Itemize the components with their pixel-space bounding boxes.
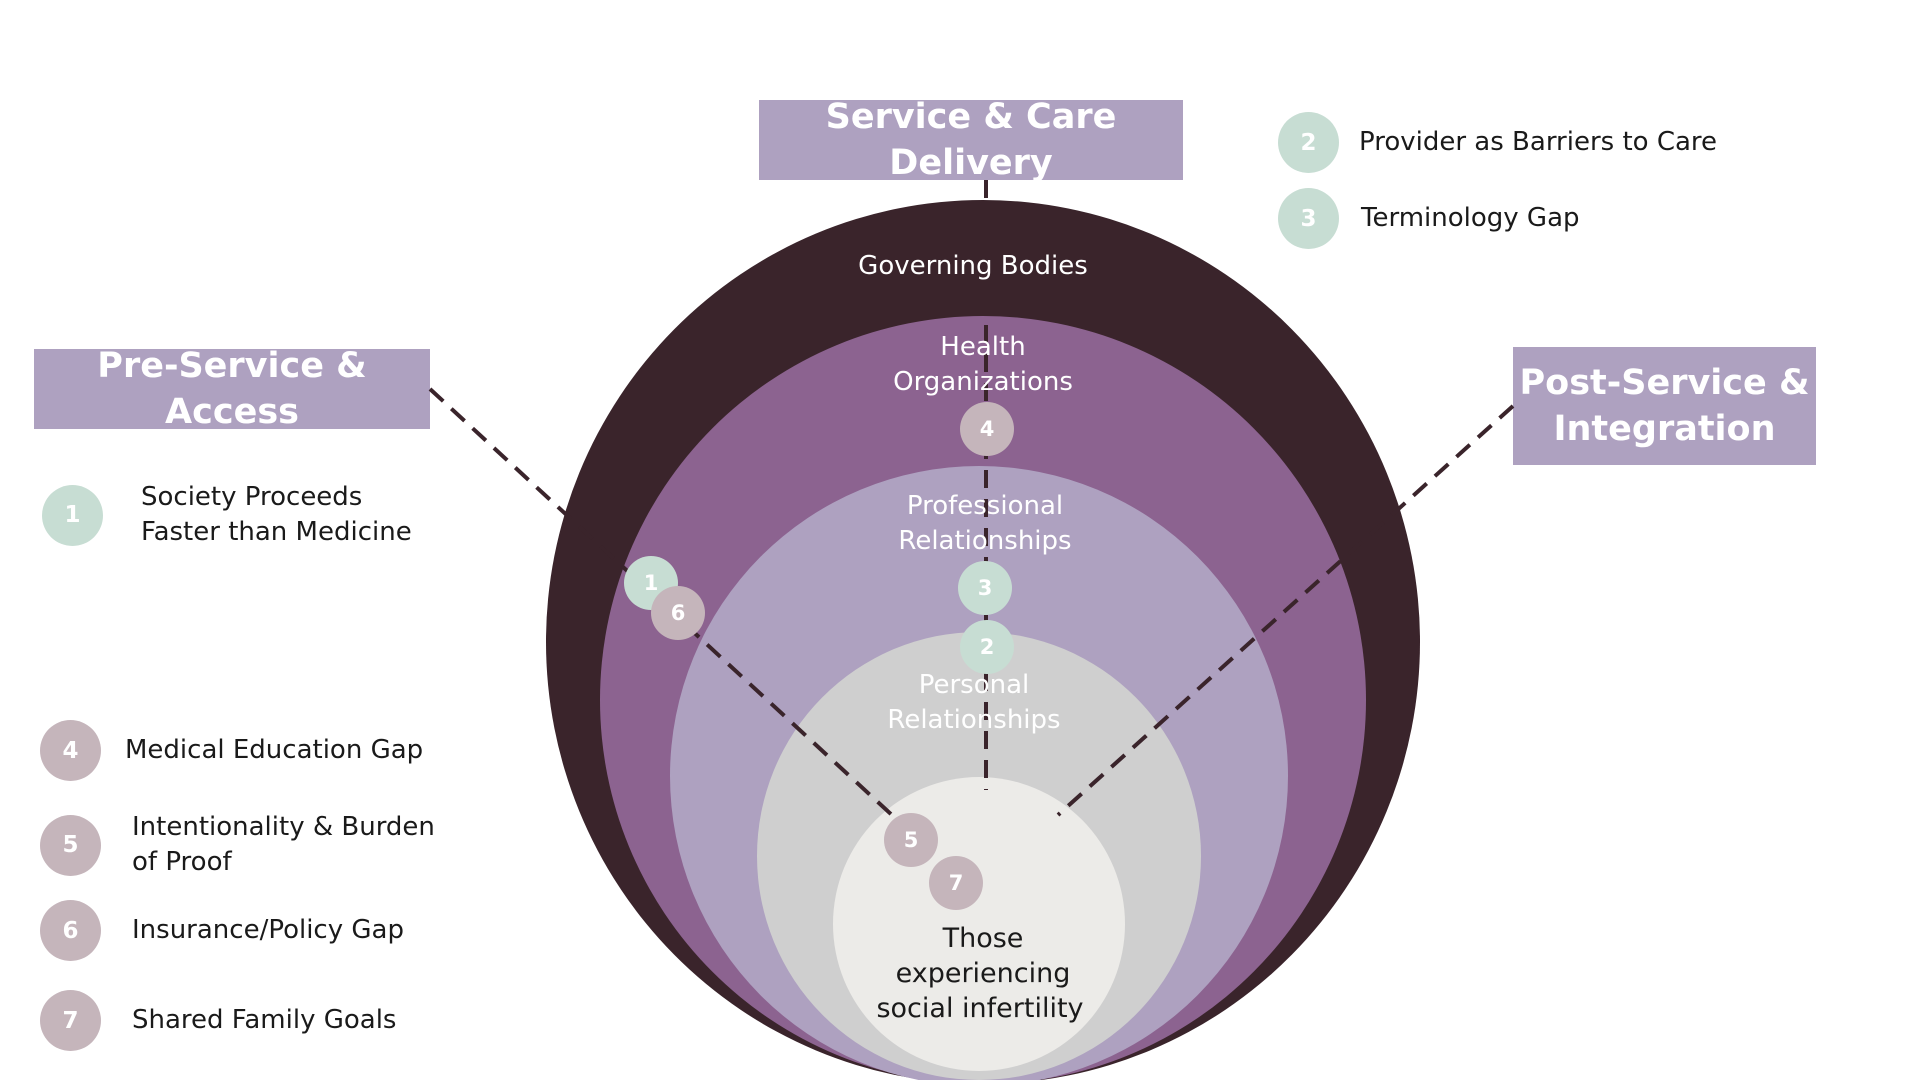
header-pre-label: Pre-Service & Access	[97, 345, 367, 432]
legend-label-3: Terminology Gap	[1361, 201, 1580, 236]
legend-label-4-line1: Medical Education Gap	[125, 734, 424, 765]
header-service-label: Service & Care Delivery	[825, 96, 1117, 183]
legend-label-3-line1: Terminology Gap	[1361, 202, 1580, 233]
legend-label-5: Intentionality & Burden of Proof	[132, 810, 435, 880]
marker-3: 3	[958, 561, 1012, 615]
label-personal-line2: Relationships	[887, 705, 1060, 735]
legend-badge-2: 2	[1278, 112, 1339, 173]
label-health-line2: Organizations	[893, 367, 1073, 397]
legend-item-2: 2 Provider as Barriers to Care	[1278, 112, 1717, 173]
legend-item-1: 1 Society Proceeds Faster than Medicine	[42, 480, 412, 550]
legend-badge-7: 7	[40, 990, 101, 1051]
label-core-line3: social infertility	[876, 993, 1083, 1024]
marker-6-label: 6	[671, 601, 686, 625]
legend-label-7-line1: Shared Family Goals	[132, 1004, 397, 1035]
marker-3-label: 3	[978, 576, 993, 600]
legend-badge-4: 4	[40, 720, 101, 781]
legend-label-1-line1: Society Proceeds	[141, 482, 363, 512]
header-service-care-delivery: Service & Care Delivery	[759, 97, 1183, 183]
dashed-connectors	[428, 180, 1515, 818]
connector-pre	[428, 387, 895, 818]
legend-label-2-line1: Provider as Barriers to Care	[1359, 126, 1718, 157]
connector-post	[1056, 404, 1515, 817]
legend-label-1-line2: Faster than Medicine	[141, 517, 412, 548]
legend-item-4: 4 Medical Education Gap	[40, 720, 423, 781]
legend-label-6-line1: Insurance/Policy Gap	[132, 914, 404, 945]
marker-4-label: 4	[980, 417, 995, 441]
legend-item-3: 3 Terminology Gap	[1278, 188, 1580, 249]
header-post-label: Post-Service & Integration	[1519, 362, 1810, 449]
legend-badge-3: 3	[1278, 188, 1339, 249]
label-governing-bodies: Governing Bodies	[858, 251, 1088, 281]
legend-badge-5: 5	[40, 814, 101, 876]
label-personal-line1: Personal	[919, 670, 1030, 700]
marker-2-label: 2	[980, 635, 995, 659]
legend-label-4: Medical Education Gap	[125, 733, 423, 768]
legend-label-1: Society Proceeds Faster than Medicine	[141, 480, 412, 550]
marker-7-label: 7	[949, 871, 964, 895]
legend-item-5: 5 Intentionality & Burden of Proof	[40, 810, 435, 880]
marker-1-label: 1	[644, 571, 659, 595]
legend-label-5-line2: of Proof	[132, 847, 232, 878]
marker-7: 7	[929, 856, 983, 910]
marker-4: 4	[960, 402, 1014, 456]
marker-5: 5	[884, 813, 938, 867]
label-health-line1: Health	[940, 332, 1025, 362]
legend-label-7: Shared Family Goals	[132, 1003, 396, 1038]
legend-badge-1: 1	[42, 484, 103, 546]
marker-5-label: 5	[904, 828, 919, 852]
label-professional-line2: Relationships	[898, 526, 1071, 556]
legend-item-7: 7 Shared Family Goals	[40, 990, 396, 1051]
marker-6: 6	[651, 586, 705, 640]
label-core-line1: Those	[942, 923, 1024, 954]
label-core-line2: experiencing	[896, 958, 1071, 989]
header-post-service-integration: Post-Service & Integration	[1513, 347, 1816, 465]
label-professional-line1: Professional	[907, 491, 1063, 521]
header-pre-service-access: Pre-Service & Access	[34, 346, 430, 432]
marker-2: 2	[960, 620, 1014, 674]
legend-label-2: Provider as Barriers to Care	[1359, 125, 1717, 160]
legend-label-5-line1: Intentionality & Burden	[132, 812, 435, 842]
legend-label-6: Insurance/Policy Gap	[132, 913, 404, 948]
legend-badge-6: 6	[40, 900, 101, 961]
legend-item-6: 6 Insurance/Policy Gap	[40, 900, 404, 961]
